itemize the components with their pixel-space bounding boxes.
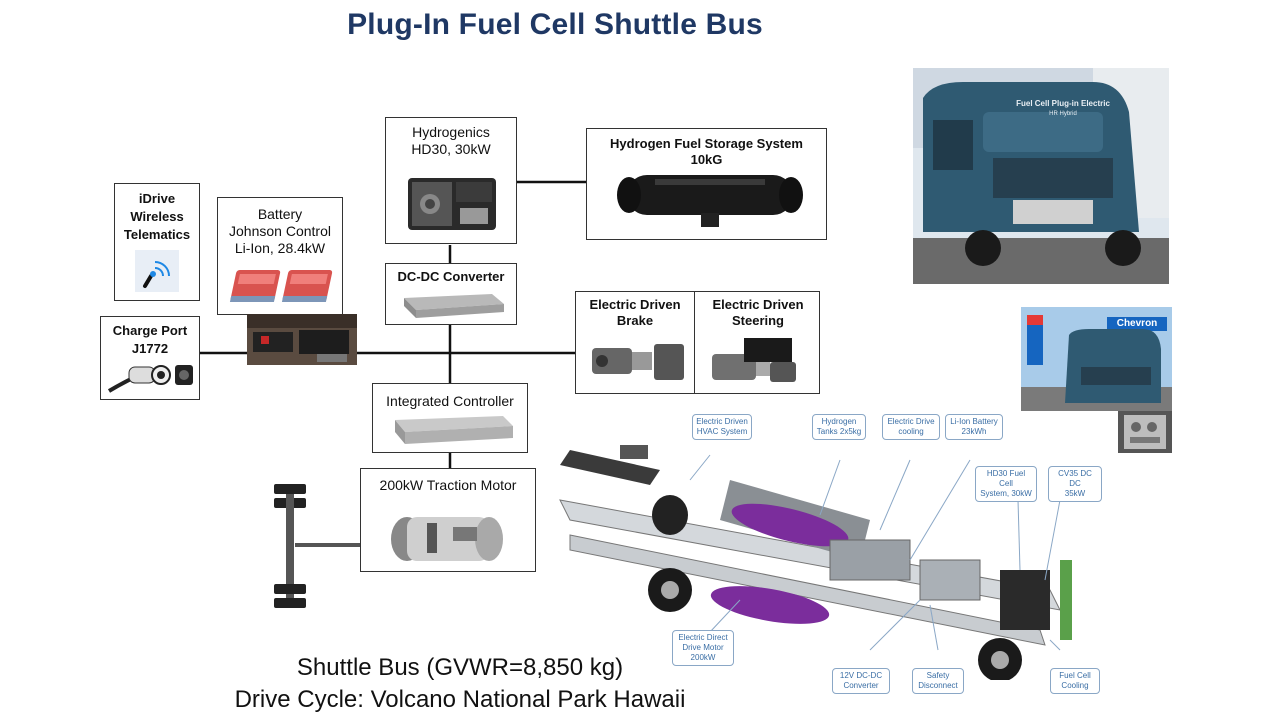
battery-pack-photo	[247, 314, 357, 365]
callout-hd30: HD30 Fuel Cell System, 30kW	[975, 466, 1037, 502]
callout-12v-dcdc-line-2: Converter	[843, 681, 879, 690]
callout-safety: Safety Disconnect	[912, 668, 964, 694]
callout-drive-cooling-line-2: cooling	[898, 427, 924, 436]
callout-drive-cooling: Electric Drive cooling	[882, 414, 940, 440]
steering-label-1: Electric Driven	[712, 297, 804, 312]
telematics-label-1: iDrive	[138, 191, 176, 206]
hydrogen-storage-label-1: Hydrogen Fuel Storage System	[610, 136, 803, 151]
charge-port-label-1: Charge Port	[112, 323, 188, 338]
fuel-cell-box: Hydrogenics HD30, 30kW	[385, 117, 517, 244]
station-sign: Chevron	[1116, 318, 1158, 329]
brake-steering-box: Electric Driven Brake Electric Driven St…	[575, 291, 820, 394]
callout-h2-tanks-line-2: Tanks 2x5kg	[816, 427, 862, 436]
callout-h2-tanks-line-1: Hydrogen	[821, 417, 857, 426]
callout-drive-motor-line-1: Electric Direct	[678, 633, 728, 642]
shuttle-bus-photo: Fuel Cell Plug-in Electric HR Hybrid	[913, 68, 1169, 284]
battery-label-3: Li-Ion, 28.4kW	[234, 240, 326, 256]
callout-drive-motor-line-3: 200kW	[690, 653, 716, 662]
callout-cv35-line-2: 35kW	[1064, 489, 1086, 498]
charge-port-label-2: J1772	[131, 341, 169, 356]
integrated-controller-image	[395, 416, 513, 444]
axle-wheels-image	[274, 484, 306, 608]
fuel-cell-label-2: HD30, 30kW	[411, 141, 491, 157]
callout-drive-motor-line-2: Drive Motor	[682, 643, 724, 652]
callout-liion-line-1: Li-Ion Battery	[950, 417, 998, 426]
callout-drive-motor: Electric Direct Drive Motor 200kW	[672, 630, 734, 666]
callout-12v-dcdc: 12V DC-DC Converter	[832, 668, 890, 694]
integrated-controller-box: Integrated Controller	[372, 383, 528, 453]
caption-line-1: Shuttle Bus (GVWR=8,850 kg)	[296, 654, 624, 681]
callout-cv35-line-1: CV35 DC DC	[1058, 469, 1092, 488]
fuel-cell-photo	[1118, 411, 1172, 453]
telematics-label-2: Wireless	[130, 209, 184, 224]
battery-image	[229, 270, 333, 302]
callout-hvac: Electric Driven HVAC System	[692, 414, 752, 440]
callout-fc-cooling-line-1: Fuel Cell	[1059, 671, 1091, 680]
wireless-icon	[135, 250, 179, 292]
callout-safety-line-2: Disconnect	[918, 681, 958, 690]
bus-livery-text-1: Fuel Cell Plug-in Electric	[1016, 99, 1110, 108]
steering-label-2: Steering	[731, 313, 784, 328]
charge-port-box: Charge Port J1772	[100, 316, 200, 400]
hydrogen-tank-image	[617, 175, 803, 227]
dcdc-converter-image	[404, 294, 504, 318]
traction-motor-box: 200kW Traction Motor	[360, 468, 536, 572]
callout-hd30-line-1: HD30 Fuel Cell	[986, 469, 1026, 488]
caption-line-2: Drive Cycle: Volcano National Park Hawai…	[234, 686, 686, 713]
battery-label-1: Battery	[257, 206, 303, 222]
callout-liion-line-2: 23kWh	[961, 427, 987, 436]
callout-cv35: CV35 DC DC 35kW	[1048, 466, 1102, 502]
steering-motor-image	[712, 338, 796, 382]
dcdc-converter-label: DC-DC Converter	[397, 269, 505, 284]
traction-motor-image	[391, 517, 503, 561]
battery-box: Battery Johnson Control Li-Ion, 28.4kW	[217, 197, 343, 315]
brake-label-1: Electric Driven	[589, 297, 681, 312]
fuel-station-photo: Chevron	[1021, 307, 1172, 411]
hydrogen-storage-box: Hydrogen Fuel Storage System 10kG	[586, 128, 827, 240]
callout-hvac-line-2: HVAC System	[696, 427, 748, 436]
bus-livery-text-2: HR Hybrid	[1049, 111, 1077, 117]
fuel-cell-label-1: Hydrogenics	[412, 124, 490, 140]
slide-title: Plug-In Fuel Cell Shuttle Bus	[347, 8, 763, 41]
traction-motor-label: 200kW Traction Motor	[379, 477, 517, 493]
charge-plug-image	[107, 365, 193, 393]
callout-hvac-line-1: Electric Driven	[696, 417, 748, 426]
callout-safety-line-1: Safety	[926, 671, 950, 680]
callout-fc-cooling: Fuel Cell Cooling	[1050, 668, 1100, 694]
callout-fc-cooling-line-2: Cooling	[1061, 681, 1089, 690]
hydrogen-storage-label-2: 10kG	[690, 152, 723, 167]
fuel-cell-image	[408, 178, 496, 230]
brake-label-2: Brake	[616, 313, 654, 328]
dcdc-converter-box: DC-DC Converter	[385, 263, 517, 325]
callout-liion: Li-Ion Battery 23kWh	[945, 414, 1003, 440]
brake-motor-image	[592, 344, 684, 380]
chassis-illustration	[559, 445, 1072, 680]
telematics-label-3: Telematics	[123, 227, 191, 242]
callout-12v-dcdc-line-1: 12V DC-DC	[839, 671, 883, 680]
battery-label-2: Johnson Control	[229, 223, 331, 239]
callout-h2-tanks: Hydrogen Tanks 2x5kg	[812, 414, 866, 440]
telematics-box: iDrive Wireless Telematics	[114, 183, 200, 301]
integrated-controller-label: Integrated Controller	[386, 393, 514, 409]
callout-drive-cooling-line-1: Electric Drive	[887, 417, 935, 426]
callout-hd30-line-2: System, 30kW	[980, 489, 1032, 498]
